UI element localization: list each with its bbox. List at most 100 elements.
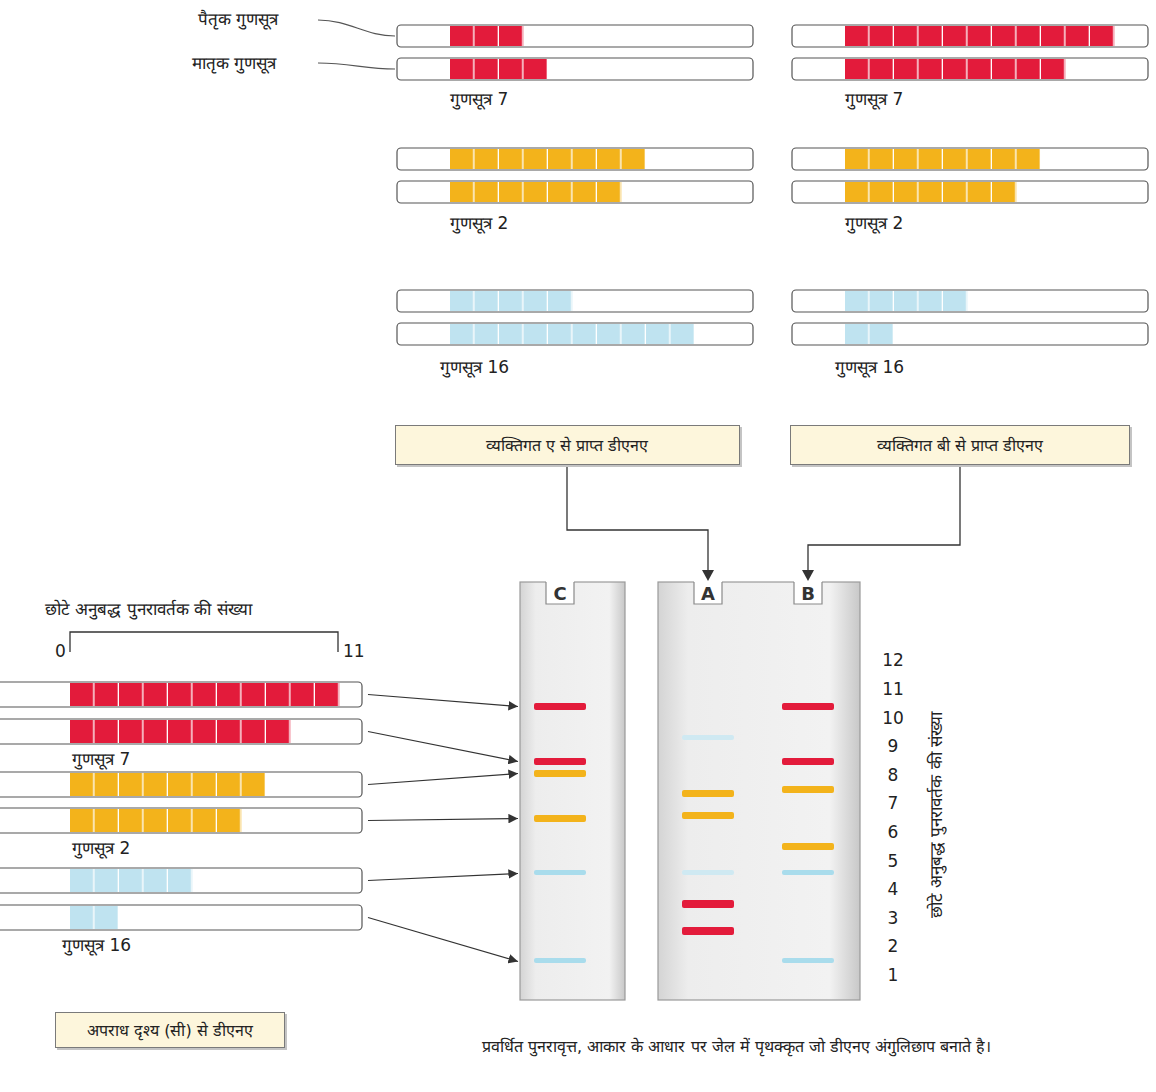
- text-label: गुणसूत्र 2: [450, 212, 508, 234]
- axis-label: छोटे अनुबद्ध पुनरावर्तक की संख्या: [925, 712, 947, 919]
- connector-arrow: [802, 465, 960, 581]
- illustration-part: [0, 868, 362, 893]
- text-label: 0: [55, 640, 66, 662]
- illustration-part: [534, 815, 586, 822]
- lane-letter: A: [701, 583, 715, 604]
- scale-number: 11: [882, 678, 904, 700]
- illustration-part: [0, 905, 362, 930]
- illustration-part: [368, 732, 518, 762]
- illustration-part: [792, 290, 1148, 312]
- illustration-part: [845, 182, 1017, 202]
- illustration-part: [70, 869, 193, 892]
- illustration-part: [792, 181, 1148, 203]
- scale-number: 8: [888, 764, 899, 786]
- illustration-part: [682, 900, 734, 908]
- illustration-part: [520, 582, 625, 1000]
- scale-number: 5: [888, 850, 899, 872]
- illustration-part: [397, 58, 753, 80]
- illustration-part: [70, 809, 242, 832]
- illustration-part: [70, 906, 119, 929]
- illustration-part: [70, 809, 242, 832]
- illustration-part: [397, 25, 753, 47]
- illustration-part: [70, 906, 119, 929]
- illustration-part: [397, 323, 753, 345]
- label-box: अपराध दृश्य (सी) से डीएनए: [55, 1012, 285, 1048]
- scale-number: 9: [888, 735, 899, 757]
- scale-number: 2: [888, 935, 899, 957]
- illustration-part: [450, 149, 646, 169]
- illustration-part: [368, 819, 518, 821]
- label-box: व्यक्तिगत बी से प्राप्त डीएनए: [790, 425, 1130, 465]
- illustration-part: [450, 324, 695, 344]
- box-text: अपराध दृश्य (सी) से डीएनए: [87, 1019, 253, 1041]
- leader-line: [318, 20, 395, 36]
- illustration-part: [682, 735, 734, 740]
- illustration-part: [658, 582, 860, 1000]
- illustration-part: [0, 719, 362, 744]
- illustration-part: [450, 182, 622, 202]
- illustration-part: [0, 772, 362, 797]
- illustration-part: [794, 580, 822, 604]
- illustration-part: [794, 582, 822, 604]
- illustration-part: [534, 758, 586, 765]
- illustration-part: [845, 324, 894, 344]
- leader-line: [318, 63, 395, 69]
- text-label: गुणसूत्र 7: [845, 88, 903, 110]
- illustration-part: [782, 786, 834, 793]
- text-label: मातृक गुणसूत्र: [192, 52, 276, 74]
- chromosome-pair-c: [0, 632, 362, 930]
- illustration-part: [450, 149, 646, 169]
- scale-number: 12: [882, 649, 904, 671]
- illustration-part: [534, 770, 586, 777]
- caption: प्रवर्धित पुनरावृत्त, आकार के आधार पर जे…: [482, 1036, 1012, 1058]
- illustration-part: [368, 874, 518, 881]
- illustration-part: [70, 720, 291, 743]
- illustration-part: [70, 773, 266, 796]
- gel-slab: C: [520, 582, 625, 1000]
- text-label: पैतृक गुणसूत्र: [198, 8, 278, 30]
- label-box: व्यक्तिगत ए से प्राप्त डीएनए: [395, 425, 740, 465]
- arrow-head: [802, 570, 814, 581]
- illustration-part: [682, 812, 734, 819]
- illustration-part: [450, 59, 548, 79]
- illustration-part: [368, 918, 518, 962]
- illustration-part: [0, 682, 362, 707]
- text-label: गुणसूत्र 7: [450, 88, 508, 110]
- chromosome-pair-a: [397, 25, 753, 345]
- illustration-part: [782, 870, 834, 875]
- illustration-part: [397, 148, 753, 170]
- illustration-part: [397, 181, 753, 203]
- text-label: गुणसूत्र 2: [845, 212, 903, 234]
- box-text: व्यक्तिगत ए से प्राप्त डीएनए: [486, 434, 648, 456]
- connector-line: [808, 465, 960, 571]
- connector-line: [567, 465, 708, 571]
- illustration-part: [450, 291, 573, 311]
- gel-c: [520, 580, 625, 1000]
- illustration-part: [682, 870, 734, 875]
- illustration-part: [845, 324, 894, 344]
- illustration-part: [845, 149, 1041, 169]
- text-label: छोटे अनुबद्ध पुनरावर्तक की संख्या: [45, 598, 252, 620]
- text-label: गुणसूत्र 16: [440, 356, 509, 378]
- illustration-part: [792, 148, 1148, 170]
- arrow-head: [702, 570, 714, 581]
- scale-number: 6: [888, 821, 899, 843]
- illustration-part: [845, 26, 1115, 46]
- illustration-part: [70, 683, 340, 706]
- illustration-part: [397, 290, 753, 312]
- illustration-part: [70, 720, 291, 743]
- chromosome-pair-b: [792, 25, 1148, 345]
- illustration-part: [450, 182, 622, 202]
- illustration-part: [845, 291, 968, 311]
- illustration-part: [450, 26, 524, 46]
- illustration-part: [70, 773, 266, 796]
- illustration-part: [368, 695, 518, 707]
- illustration-part: [534, 870, 586, 875]
- illustration-part: [782, 758, 834, 765]
- illustration-part: [534, 958, 586, 963]
- illustration-part: [70, 869, 193, 892]
- illustration-part: [792, 323, 1148, 345]
- illustration-part: [694, 580, 722, 604]
